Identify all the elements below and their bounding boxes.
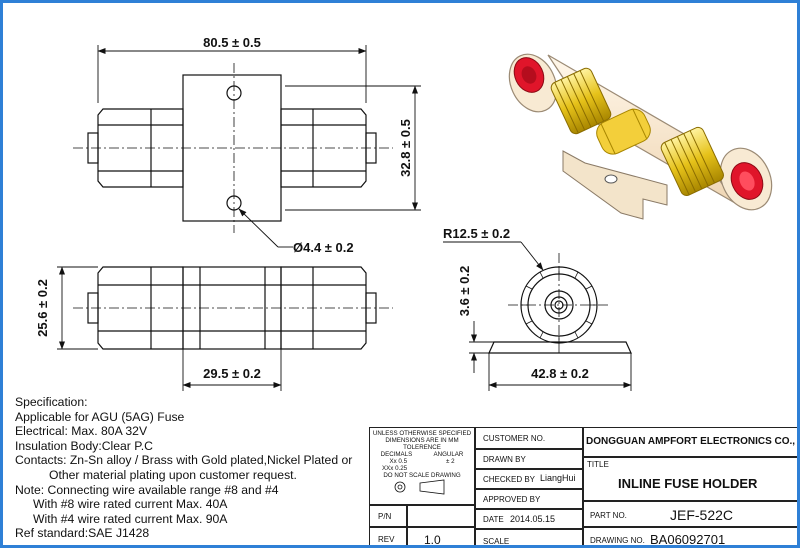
drawing-title: INLINE FUSE HOLDER [618, 476, 758, 491]
tolerance-block: UNLESS OTHERWISE SPECIFIED DIMENSIONS AR… [369, 427, 475, 505]
title-block: UNLESS OTHERWISE SPECIFIED DIMENSIONS AR… [369, 427, 800, 547]
spec-heading: Specification: [15, 395, 88, 409]
rev-label: REV [378, 535, 395, 544]
spec-wire-8: With #8 wire rated current Max. 40A [33, 497, 228, 512]
spec-wire-4: With #4 wire rated current Max. 90A [33, 511, 228, 526]
top-view-left-body [97, 108, 184, 188]
radius-dimension: R12.5 ± 0.2 [443, 226, 510, 241]
rev-value: 1.0 [424, 533, 441, 547]
title-label: TITLE [587, 460, 609, 469]
base-thickness-dimension: 3.6 ± 0.2 [457, 266, 472, 317]
customer-no-label: CUSTOMER NO. [483, 434, 546, 443]
pn-value [407, 505, 475, 527]
height-dimension: 32.8 ± 0.5 [398, 119, 413, 177]
projection-symbol-icon [394, 479, 445, 495]
date-value: 2014.05.15 [510, 514, 556, 524]
top-view-right-body [280, 108, 367, 188]
right-gold-contact [660, 126, 724, 197]
spec-fuse-type: Applicable for AGU (5AG) Fuse [15, 409, 185, 424]
drawing-no-value: BA06092701 [650, 532, 726, 547]
drawing-no-label: DRAWING NO. [590, 536, 645, 545]
end-view [488, 266, 632, 354]
specification-notes: Specification: Applicable for AGU (5AG) … [15, 395, 370, 541]
company-name: DONGGUAN AMPFORT ELECTRONICS CO., LTD [586, 436, 800, 447]
part-no-value: JEF-522C [670, 507, 734, 523]
scale-label: SCALE [483, 537, 510, 546]
drawn-by-label: DRAWN BY [483, 455, 526, 464]
base-width-dimension: 42.8 ± 0.2 [531, 366, 589, 381]
pn-label: P/N [378, 512, 392, 521]
spec-insulation: Insulation Body:Clear P.C [15, 438, 153, 453]
spec-contacts: Contacts: Zn-Sn alloy / Brass with Gold … [15, 453, 353, 468]
spec-contacts-cont: Other material plating upon customer req… [49, 467, 297, 482]
checked-by-label: CHECKED BY [483, 475, 536, 484]
left-gold-contact [550, 67, 612, 135]
body-height-dimension: 25.6 ± 0.2 [35, 279, 50, 337]
center-length-dimension: 29.5 ± 0.2 [203, 366, 261, 381]
spec-standard: Ref standard:SAE J1428 [15, 526, 150, 541]
fuse-holder-3d-render [508, 53, 773, 220]
overall-length-dimension: 80.5 ± 0.5 [203, 35, 261, 50]
technical-drawing: 80.5 ± 0.5 32.8 ± 0.5 Ø4.4 ± 0.2 25.6 ± … [35, 35, 773, 391]
checked-by-value: LiangHui [540, 473, 576, 483]
date-label: DATE [483, 515, 504, 524]
part-no-label: PART NO. [590, 511, 627, 520]
spec-note: Note: Connecting wire available range #8… [15, 482, 279, 497]
approved-by-label: APPROVED BY [483, 495, 541, 504]
spec-electrical: Electrical: Max. 80A 32V [15, 424, 148, 439]
hole-diameter-dimension: Ø4.4 ± 0.2 [293, 240, 354, 255]
